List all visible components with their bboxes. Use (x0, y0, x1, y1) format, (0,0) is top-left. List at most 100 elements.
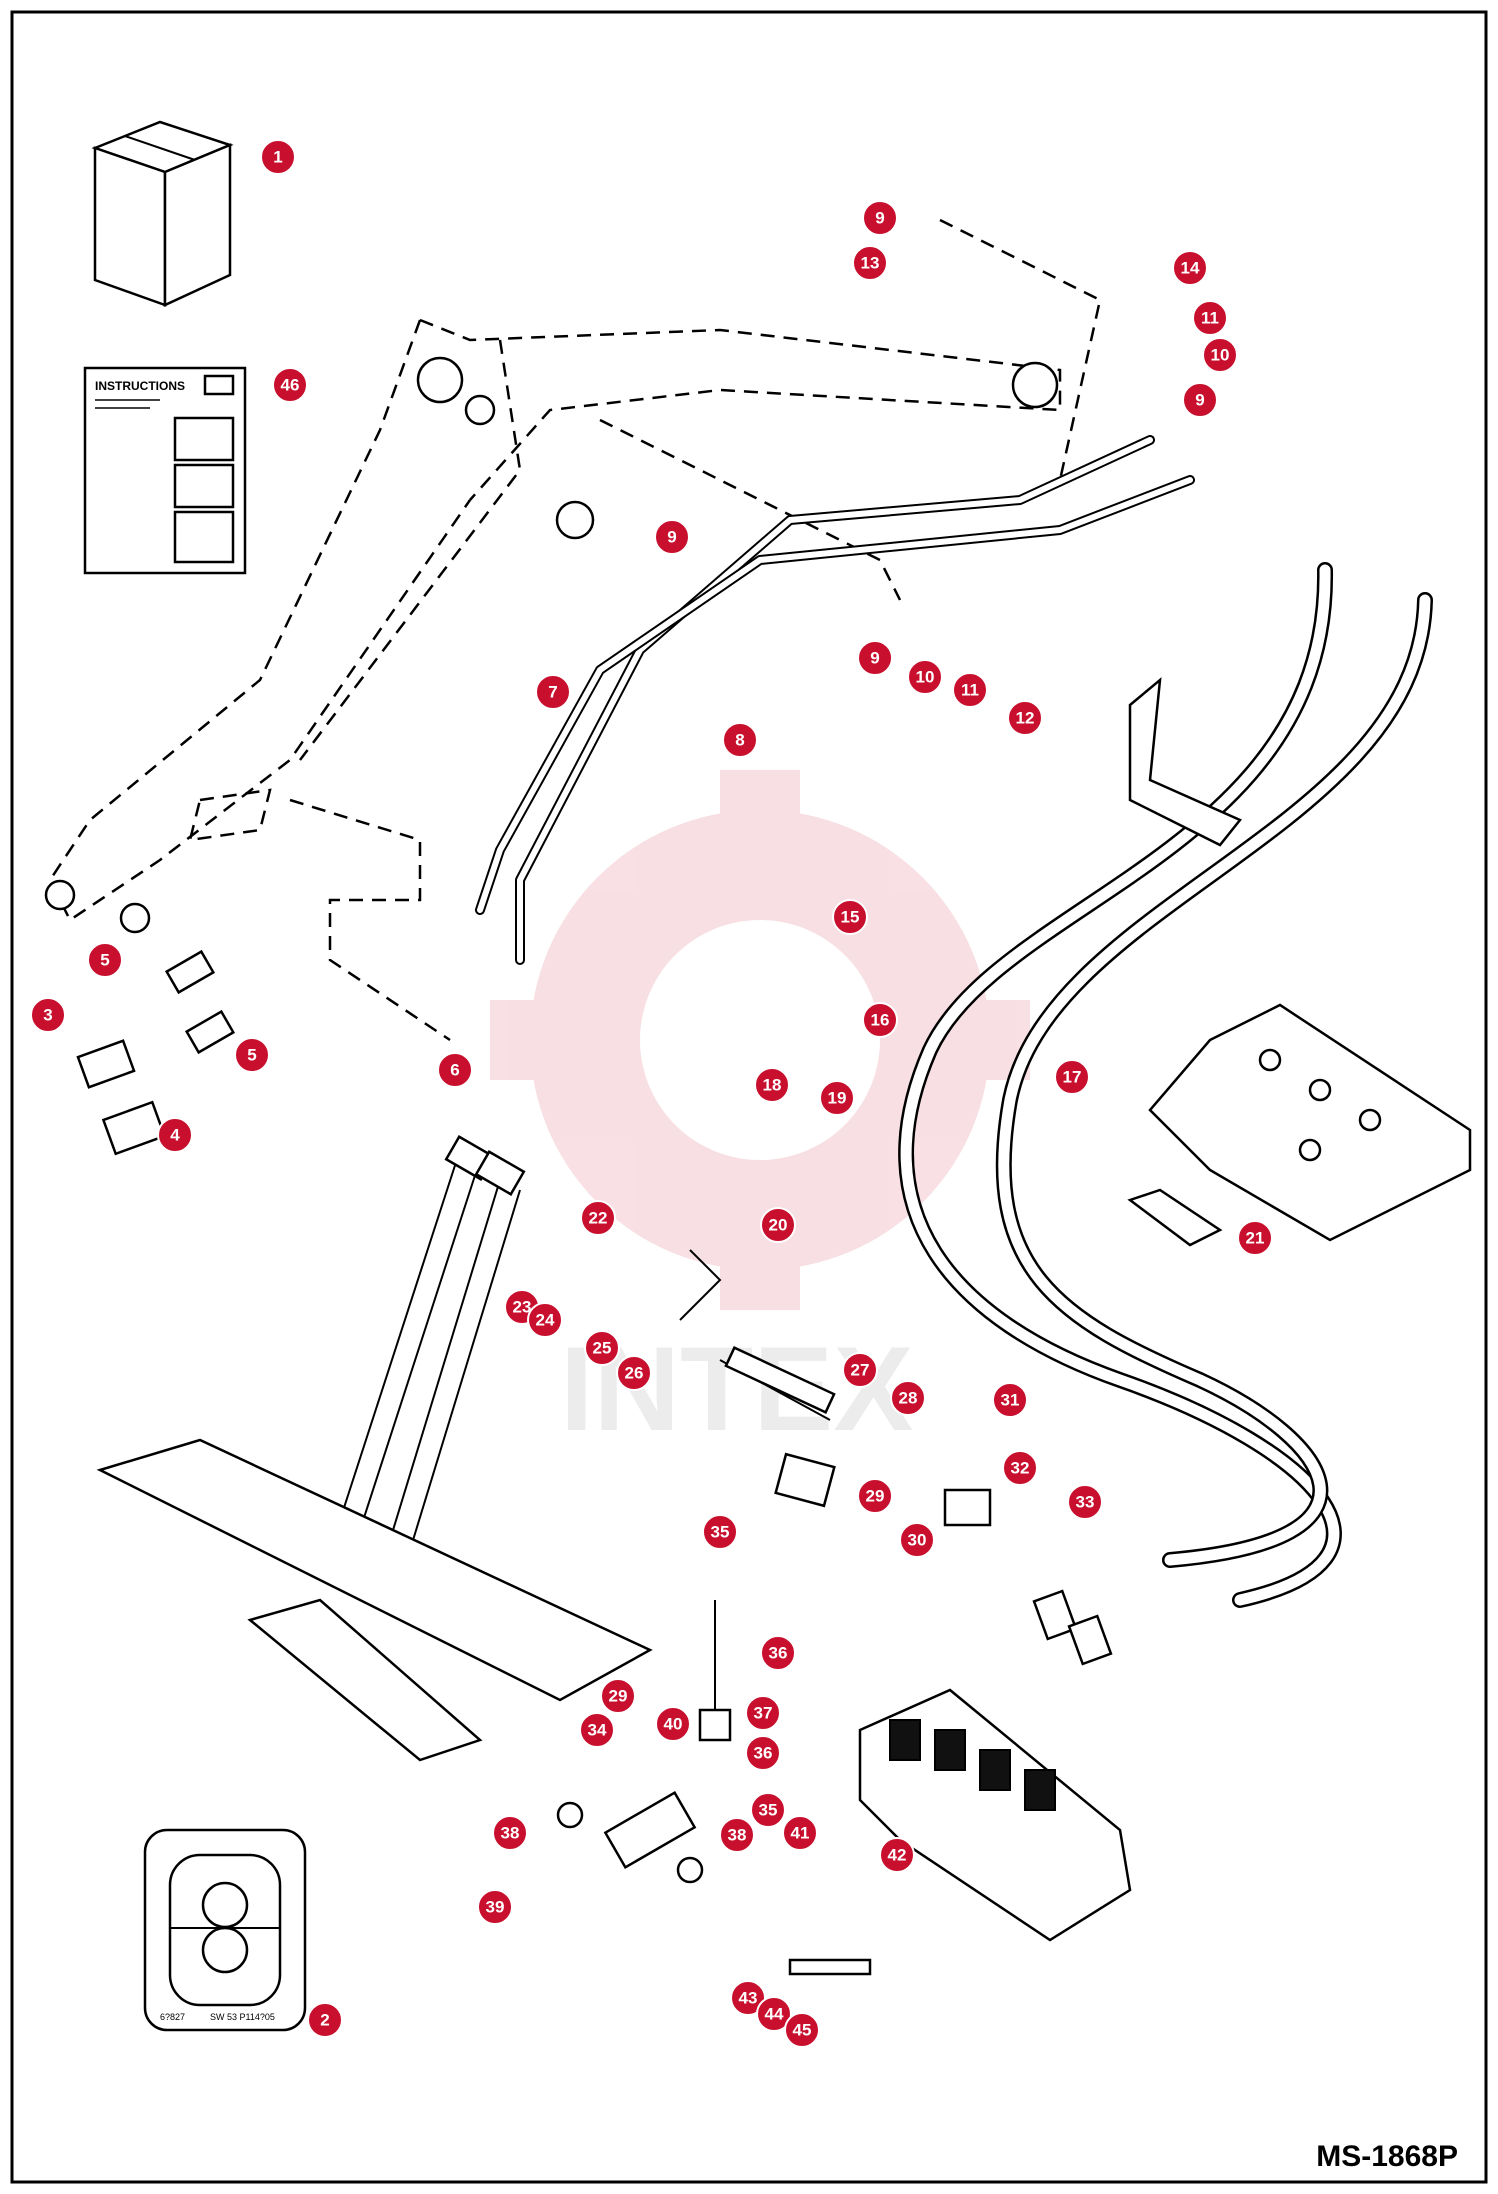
callout-36: 36 (760, 1635, 796, 1671)
svg-text:36: 36 (754, 1744, 773, 1763)
decal-code-left: 6?827 (160, 2012, 185, 2022)
svg-text:15: 15 (841, 908, 860, 927)
callout-38: 38 (719, 1817, 755, 1853)
control-tower (96, 1135, 653, 1762)
svg-text:44: 44 (765, 2005, 784, 2024)
svg-text:25: 25 (593, 1339, 612, 1358)
callout-8: 8 (722, 722, 758, 758)
callout-22: 22 (580, 1200, 616, 1236)
callout-25: 25 (584, 1330, 620, 1366)
svg-text:3: 3 (43, 1006, 52, 1025)
svg-text:13: 13 (861, 254, 880, 273)
loader-arm (44, 218, 1102, 1042)
callout-42: 42 (879, 1837, 915, 1873)
callout-1: 1 (260, 139, 296, 175)
svg-text:26: 26 (625, 1364, 644, 1383)
fittings-3-4-5 (76, 949, 236, 1156)
svg-text:5: 5 (247, 1046, 256, 1065)
svg-text:5: 5 (100, 951, 109, 970)
drawing-code: MS-1868P (1316, 2140, 1458, 2173)
callout-44: 44 (756, 1996, 792, 2032)
callout-43: 43 (730, 1980, 766, 2016)
callout-24: 24 (527, 1302, 563, 1338)
callout-9: 9 (862, 200, 898, 236)
svg-text:18: 18 (763, 1076, 782, 1095)
svg-text:35: 35 (759, 1801, 778, 1820)
svg-text:17: 17 (1063, 1068, 1082, 1087)
svg-text:10: 10 (916, 668, 935, 687)
svg-text:38: 38 (501, 1824, 520, 1843)
svg-text:37: 37 (754, 1704, 773, 1723)
svg-text:4: 4 (170, 1126, 180, 1145)
callout-17: 17 (1054, 1059, 1090, 1095)
callout-32: 32 (1002, 1450, 1038, 1486)
callout-29: 29 (600, 1678, 636, 1714)
svg-text:12: 12 (1016, 709, 1035, 728)
svg-text:36: 36 (769, 1644, 788, 1663)
callout-38: 38 (492, 1815, 528, 1851)
drawing-frame (10, 10, 1488, 2184)
callout-15: 15 (832, 899, 868, 935)
callout-30: 30 (899, 1522, 935, 1558)
callout-10: 10 (907, 659, 943, 695)
svg-text:41: 41 (791, 1824, 810, 1843)
svg-text:27: 27 (851, 1361, 870, 1380)
svg-text:30: 30 (908, 1531, 927, 1550)
callout-35: 35 (702, 1514, 738, 1550)
callout-2: 2 (307, 2002, 343, 2038)
watermark (490, 770, 1030, 1310)
svg-text:1: 1 (273, 148, 282, 167)
svg-text:9: 9 (1195, 391, 1204, 410)
callout-39: 39 (477, 1889, 513, 1925)
callout-14: 14 (1172, 250, 1208, 286)
svg-text:19: 19 (828, 1089, 847, 1108)
hose-17 (995, 592, 1433, 1568)
callout-35: 35 (750, 1792, 786, 1828)
steel-tube-8 (475, 475, 1195, 915)
svg-text:16: 16 (871, 1011, 890, 1030)
callout-6: 6 (437, 1052, 473, 1088)
svg-text:9: 9 (870, 649, 879, 668)
callout-11: 11 (1192, 300, 1228, 336)
svg-text:35: 35 (711, 1523, 730, 1542)
callout-28: 28 (890, 1380, 926, 1416)
svg-text:11: 11 (1201, 309, 1219, 328)
svg-text:43: 43 (739, 1989, 758, 2008)
svg-text:22: 22 (589, 1209, 608, 1228)
callout-45: 45 (784, 2012, 820, 2048)
callout-9: 9 (857, 640, 893, 676)
callout-46: 46 (272, 367, 308, 403)
callout-31: 31 (992, 1382, 1028, 1418)
svg-text:24: 24 (536, 1311, 555, 1330)
svg-text:20: 20 (769, 1216, 788, 1235)
svg-text:34: 34 (588, 1721, 607, 1740)
callout-10: 10 (1202, 337, 1238, 373)
callout-26: 26 (616, 1355, 652, 1391)
callout-37: 37 (745, 1695, 781, 1731)
callout-18: 18 (754, 1067, 790, 1103)
callout-5: 5 (87, 942, 123, 978)
callout-5: 5 (234, 1037, 270, 1073)
callout-21: 21 (1237, 1220, 1273, 1256)
svg-text:7: 7 (548, 683, 557, 702)
svg-text:33: 33 (1076, 1493, 1095, 1512)
callout-9: 9 (654, 519, 690, 555)
linkage-parts (556, 1249, 992, 1976)
svg-text:46: 46 (281, 376, 300, 395)
svg-text:28: 28 (899, 1389, 918, 1408)
svg-text:31: 31 (1001, 1391, 1020, 1410)
callout-4: 4 (157, 1117, 193, 1153)
callout-27: 27 (842, 1352, 878, 1388)
callout-19: 19 (819, 1080, 855, 1116)
control-valve (858, 1589, 1132, 1942)
callout-9: 9 (1182, 382, 1218, 418)
svg-text:40: 40 (664, 1715, 683, 1734)
callout-41: 41 (782, 1815, 818, 1851)
callout-40: 40 (655, 1706, 691, 1742)
svg-text:29: 29 (866, 1487, 885, 1506)
svg-text:8: 8 (735, 731, 744, 750)
callout-34: 34 (579, 1712, 615, 1748)
svg-text:14: 14 (1181, 259, 1200, 278)
decal-code-right: SW 53 P114?05 (210, 2012, 275, 2022)
